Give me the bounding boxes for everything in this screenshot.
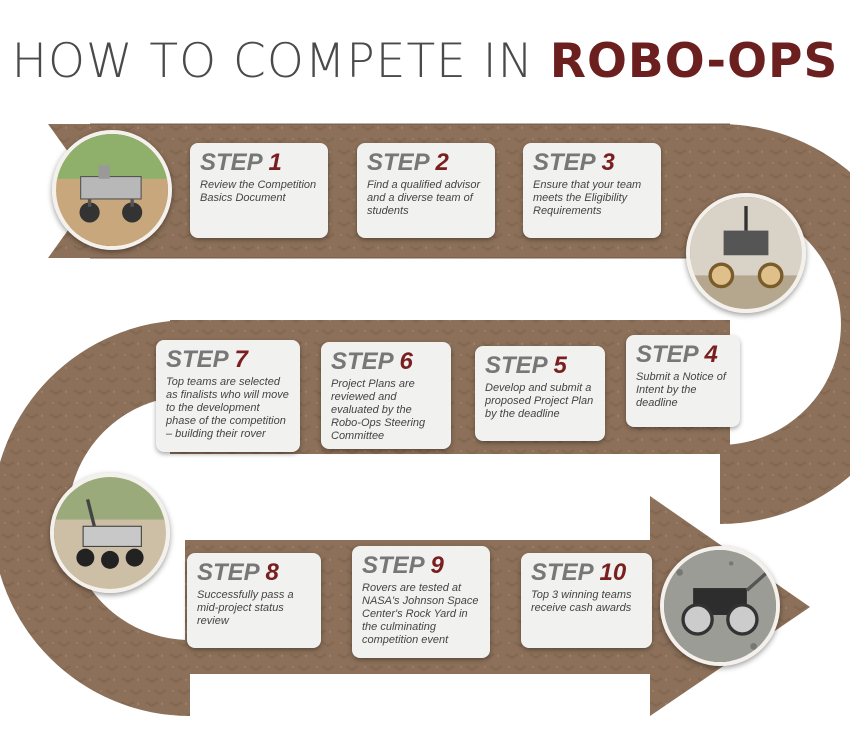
- title-main: HOW TO COMPETE IN: [11, 34, 550, 89]
- step-card-5: STEP 5 Develop and submit a proposed Pro…: [475, 346, 605, 441]
- step-card-2: STEP 2 Find a qualified advisor and a di…: [357, 143, 495, 238]
- step-2-description: Find a qualified advisor and a diverse t…: [367, 179, 481, 217]
- step-card-8: STEP 8 Successfully pass a mid-project s…: [187, 553, 321, 648]
- step-card-3: STEP 3 Ensure that your team meets the E…: [523, 143, 661, 238]
- step-8-heading: STEP 8: [197, 559, 279, 586]
- step-6-number: 6: [399, 348, 413, 375]
- step-8-number: 8: [265, 559, 279, 586]
- step-card-9: STEP 9 Rovers are tested at NASA's Johns…: [352, 546, 490, 658]
- rover-photo-3-icon: [54, 477, 166, 589]
- step-7-description: Top teams are selected as finalists who …: [166, 376, 289, 440]
- step-1-description: Review the Competition Basics Document: [200, 179, 317, 204]
- step-2-heading: STEP 2: [367, 149, 449, 176]
- step-9-description: Rovers are tested at NASA's Johnson Spac…: [362, 582, 479, 646]
- step-card-6: STEP 6 Project Plans are reviewed and ev…: [321, 342, 451, 449]
- step-6-heading: STEP 6: [331, 348, 413, 375]
- step-3-description: Ensure that your team meets the Eligibil…: [533, 179, 642, 217]
- step-10-heading: STEP 10: [531, 559, 627, 586]
- step-5-number: 5: [553, 352, 567, 379]
- rover-photo-4: [660, 546, 780, 666]
- step-7-heading: STEP 7: [166, 346, 248, 373]
- step-3-number: 3: [601, 149, 615, 176]
- step-card-7: STEP 7 Top teams are selected as finalis…: [156, 340, 300, 452]
- step-9-heading: STEP 9: [362, 552, 444, 579]
- step-1-heading: STEP 1: [200, 149, 282, 176]
- step-4-heading: STEP 4: [636, 341, 718, 368]
- rover-photo-1: [52, 130, 172, 250]
- step-5-heading: STEP 5: [485, 352, 567, 379]
- step-card-1: STEP 1 Review the Competition Basics Doc…: [190, 143, 328, 238]
- rover-photo-2: [686, 193, 806, 313]
- step-card-10: STEP 10 Top 3 winning teams receive cash…: [521, 553, 652, 648]
- step-card-4: STEP 4 Submit a Notice of Intent by the …: [626, 335, 740, 427]
- step-6-description: Project Plans are reviewed and evaluated…: [331, 378, 426, 442]
- step-1-number: 1: [268, 149, 282, 176]
- rover-photo-3: [50, 473, 170, 593]
- step-4-description: Submit a Notice of Intent by the deadlin…: [636, 371, 726, 409]
- step-10-description: Top 3 winning teams receive cash awards: [531, 589, 632, 614]
- path-turn-left: [0, 320, 190, 716]
- path-turn-right: [720, 124, 850, 524]
- step-3-heading: STEP 3: [533, 149, 615, 176]
- step-9-number: 9: [430, 552, 444, 579]
- step-7-number: 7: [234, 346, 248, 373]
- infographic-title: HOW TO COMPETE IN ROBO-OPS: [0, 34, 850, 89]
- step-5-description: Develop and submit a proposed Project Pl…: [485, 382, 594, 420]
- step-4-number: 4: [704, 341, 718, 368]
- step-8-description: Successfully pass a mid-project status r…: [197, 589, 294, 627]
- rover-photo-2-icon: [690, 197, 802, 309]
- rover-photo-4-icon: [664, 550, 776, 662]
- title-brand: ROBO-OPS: [549, 34, 839, 89]
- step-10-number: 10: [599, 559, 627, 586]
- step-2-number: 2: [435, 149, 449, 176]
- rover-photo-1-icon: [56, 134, 168, 246]
